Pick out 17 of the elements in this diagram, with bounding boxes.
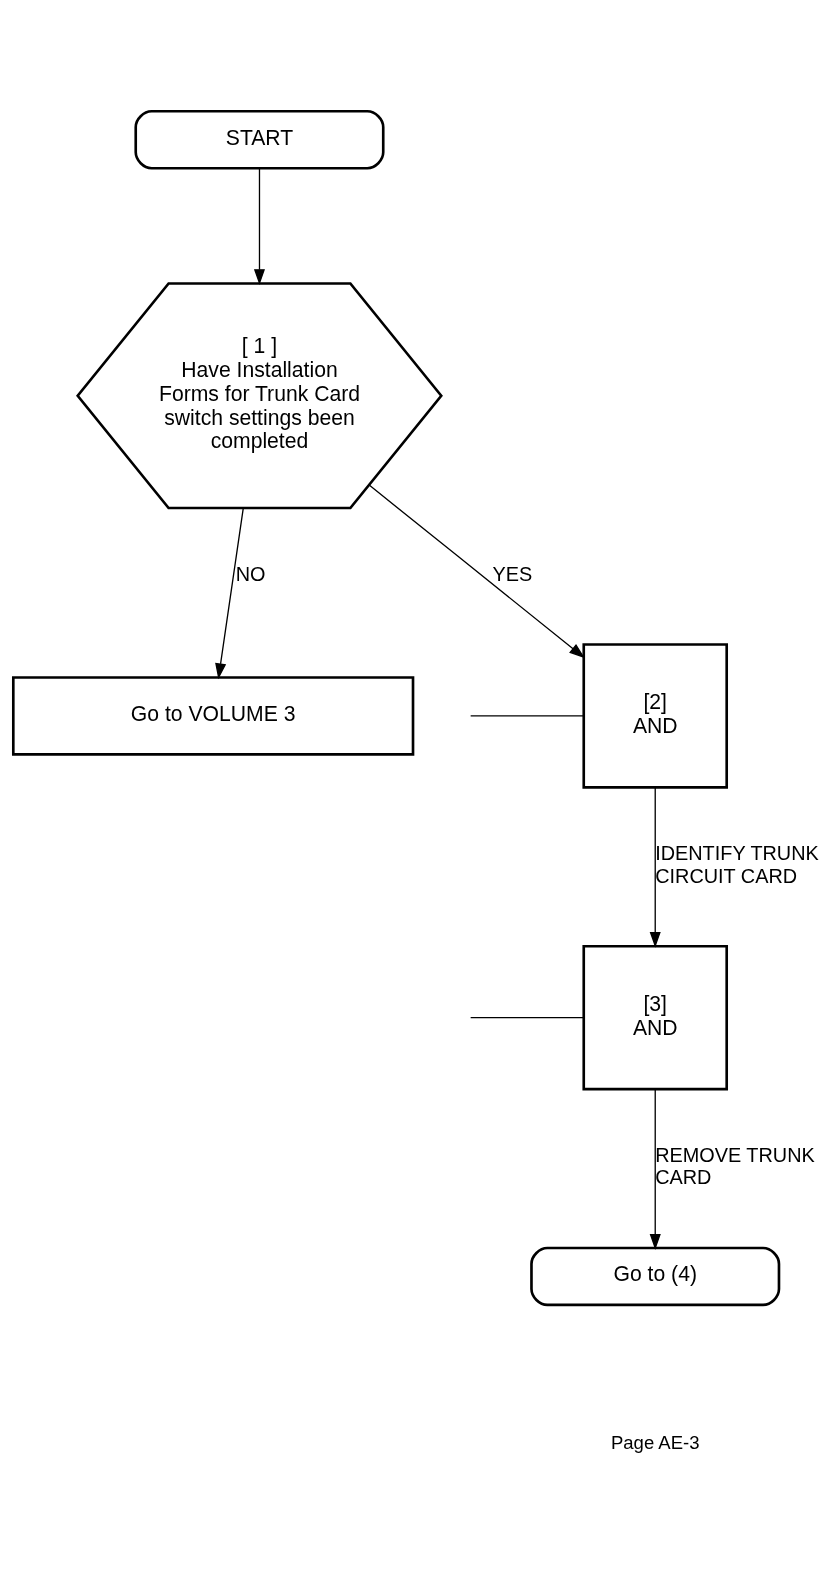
connector [470,1017,585,1019]
arrow [368,484,585,659]
connector [470,715,585,717]
node-box: [2] AND [582,643,729,789]
label: Page AE-3 [610,1431,700,1453]
arrow [649,787,661,948]
node-box: START [134,109,385,170]
edge-label: NO [235,562,266,585]
node-box: Go to (4) [530,1246,781,1307]
edge-label: YES [492,562,533,585]
arrow [649,1088,661,1250]
arrow [215,507,244,680]
edge-label: REMOVE TRUNK CARD [655,1143,815,1189]
edge-label: IDENTIFY TRUNK CIRCUIT CARD [655,842,819,887]
arrow [253,168,266,286]
node-box: Go to VOLUME 3 [11,676,415,756]
node-box: [3] AND [582,944,729,1091]
